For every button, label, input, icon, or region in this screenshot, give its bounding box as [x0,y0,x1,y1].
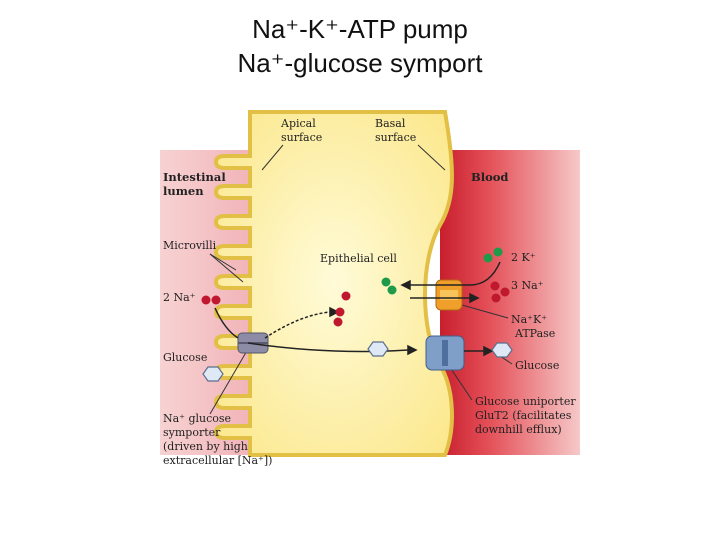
sodium-uptake-arrow [214,307,239,339]
microvilli-label: Microvilli [163,239,217,252]
symporter-label-1: Na⁺ glucose [163,412,231,425]
sodium-entry-arrow [264,311,331,339]
epithelial-cell-label: Epithelial cell [320,252,397,265]
symporter-leader-line [209,348,249,415]
blood-label: Blood [471,170,508,184]
apical-surface-label-1: Apical [280,117,316,130]
atpase-leader-line [461,304,509,319]
symporter-label-4: extracellular [Na⁺]) [163,454,272,467]
microvilli-leader-line-2 [209,253,237,271]
potassium-out-label: 2 K⁺ [511,251,536,264]
apical-surface-label-2: surface [281,131,322,144]
basal-surface-label-1: Basal [375,117,406,130]
glucose-right-label: Glucose [515,359,559,372]
sodium-out-label: 3 Na⁺ [511,279,544,292]
symporter-label-2: symporter [163,426,221,439]
slide-title-line-2: Na⁺-glucose symport [237,48,483,78]
uniporter-label-1: Glucose uniporter [475,395,576,408]
apical-leader-line [261,144,284,171]
atpase-label-2: ATPase [514,327,555,340]
potassium-ions [381,247,503,295]
intestinal-lumen-label-1: Intestinal [163,170,226,184]
uniporter-label-3: downhill efflux) [475,423,562,436]
atpase-label-1: Na⁺K⁺ [511,313,547,326]
sodium-ions [201,281,510,327]
microvilli-leader-line-1 [209,253,244,283]
basal-leader-line [417,144,446,171]
potassium-pump-in-arrow [410,261,501,286]
glut2-uniporter [425,335,465,371]
basal-surface-label-2: surface [375,131,416,144]
epithelial-cell-body [213,110,454,457]
glucose-entry-arrow [247,342,409,353]
symporter-label-3: (driven by high [163,440,248,453]
na-k-atpase-pump [435,279,463,311]
blood-region [440,150,580,455]
slide-title-line-1: Na⁺-K⁺-ATP pump [252,14,468,44]
intestinal-lumen-label-2: lumen [163,184,204,198]
glucose-left-label: Glucose [163,351,207,364]
uniporter-label-2: GluT2 (facilitates [475,409,572,422]
sodium-in-label: 2 Na⁺ [163,291,196,304]
glucose-molecules [202,341,513,382]
